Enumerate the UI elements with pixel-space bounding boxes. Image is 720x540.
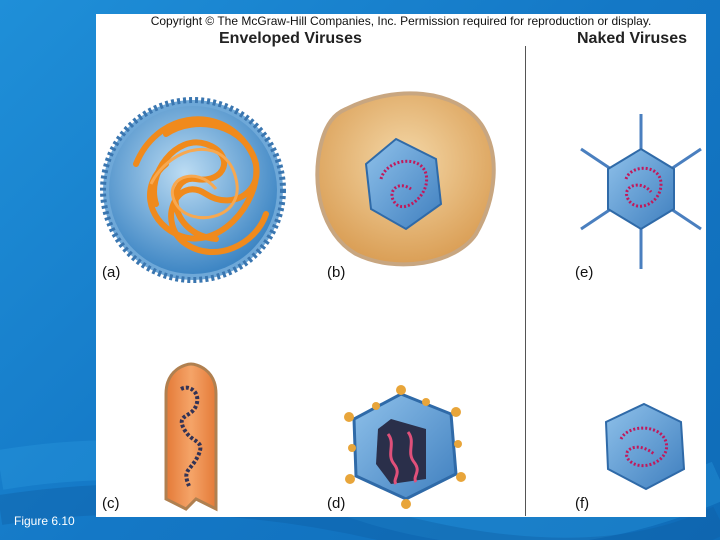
virus-f-naked-icosahedral — [606, 404, 684, 489]
panel-label-e: (e) — [575, 264, 593, 281]
panel-label-b: (b) — [327, 264, 345, 281]
panel-label-d: (d) — [327, 495, 345, 512]
panel-label-f: (f) — [575, 495, 589, 512]
panel-label-c: (c) — [102, 495, 120, 512]
virus-illustrations — [96, 14, 706, 517]
figure-panel: Copyright © The McGraw-Hill Companies, I… — [96, 14, 706, 517]
virus-a-enveloped-helical — [103, 100, 283, 280]
virus-c-enveloped-bullet — [166, 364, 216, 509]
panel-label-a: (a) — [102, 264, 120, 281]
figure-caption: Figure 6.10 — [14, 514, 75, 528]
virus-e-naked-fibers — [581, 114, 701, 269]
virus-d-enveloped-spiked — [344, 385, 466, 509]
virus-b-enveloped-icosahedral — [317, 93, 493, 264]
